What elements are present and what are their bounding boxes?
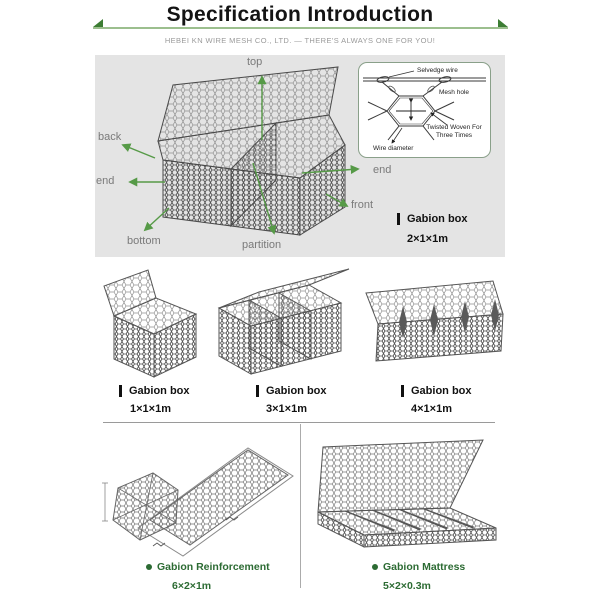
product-size: 6×2×1m bbox=[172, 580, 212, 592]
product-label-1: Gabion box bbox=[119, 385, 190, 397]
section-divider-horizontal bbox=[103, 422, 495, 423]
part-label-end-left: end bbox=[96, 175, 115, 187]
product-label-reinforcement: Gabion Reinforcement bbox=[146, 561, 270, 573]
part-label-back: back bbox=[98, 131, 122, 143]
caption-bar-icon bbox=[119, 385, 122, 397]
inset-label-twisted-2: Three Times bbox=[435, 132, 473, 139]
inset-label-mesh-hole: Mesh hole bbox=[439, 89, 469, 96]
product-name: Gabion box bbox=[129, 385, 190, 397]
title-underline bbox=[93, 27, 508, 29]
bullet-icon bbox=[146, 564, 152, 570]
part-label-front: front bbox=[351, 199, 374, 211]
gabion-box-4x1x1-drawing bbox=[365, 280, 504, 362]
product-label-3: Gabion box bbox=[401, 385, 472, 397]
product-label-2: Gabion box bbox=[256, 385, 327, 397]
product-name: Gabion Mattress bbox=[383, 561, 466, 573]
annotation-arrows bbox=[121, 75, 360, 235]
product-size: 5×2×0.3m bbox=[383, 580, 431, 592]
gabion-box-2x1x1-drawing bbox=[121, 66, 360, 236]
product-name: Gabion Reinforcement bbox=[157, 561, 270, 573]
product-size: 3×1×1m bbox=[266, 403, 307, 415]
gabion-reinforcement-drawing bbox=[102, 447, 294, 557]
product-size: 4×1×1m bbox=[411, 403, 452, 415]
gabion-box-1x1x1-drawing bbox=[103, 269, 198, 378]
caption-bar-icon bbox=[397, 213, 400, 225]
gabion-mattress-drawing bbox=[317, 439, 497, 548]
section-divider-vertical bbox=[300, 424, 301, 588]
part-label-top: top bbox=[247, 56, 263, 68]
caption-bar-icon bbox=[401, 385, 404, 397]
product-label-main: Gabion box bbox=[397, 213, 468, 225]
part-label-partition: partition bbox=[242, 239, 282, 251]
corner-accent-right-icon bbox=[498, 19, 508, 27]
part-label-bottom: bottom bbox=[127, 235, 161, 247]
main-diagram-panel: top back end bottom partition end front bbox=[95, 55, 505, 257]
product-size: 1×1×1m bbox=[130, 403, 171, 415]
company-subtitle: HEBEI KN WIRE MESH CO., LTD. — THERE'S A… bbox=[164, 36, 436, 45]
product-name: Gabion box bbox=[407, 213, 468, 225]
product-name: Gabion box bbox=[411, 385, 472, 397]
product-name: Gabion box bbox=[266, 385, 327, 397]
page-title: Specification Introduction bbox=[166, 3, 434, 26]
caption-bar-icon bbox=[256, 385, 259, 397]
inset-label-wire-diameter: Wire diameter bbox=[373, 145, 414, 152]
inset-label-selvedge-wire: Selvedge wire bbox=[417, 67, 458, 74]
gabion-box-3x1x1-drawing bbox=[217, 268, 350, 375]
bullet-icon bbox=[372, 564, 378, 570]
wire-detail-inset: Selvedge wire Mesh hole Twisted Woven Fo… bbox=[358, 62, 491, 158]
product-size: 2×1×1m bbox=[407, 233, 448, 245]
corner-accent-left-icon bbox=[93, 19, 103, 27]
part-label-end-right: end bbox=[373, 164, 392, 176]
product-label-mattress: Gabion Mattress bbox=[372, 561, 465, 573]
inset-label-twisted-1: Twisted Woven For bbox=[426, 124, 482, 131]
wire-detail-drawing bbox=[363, 70, 486, 144]
